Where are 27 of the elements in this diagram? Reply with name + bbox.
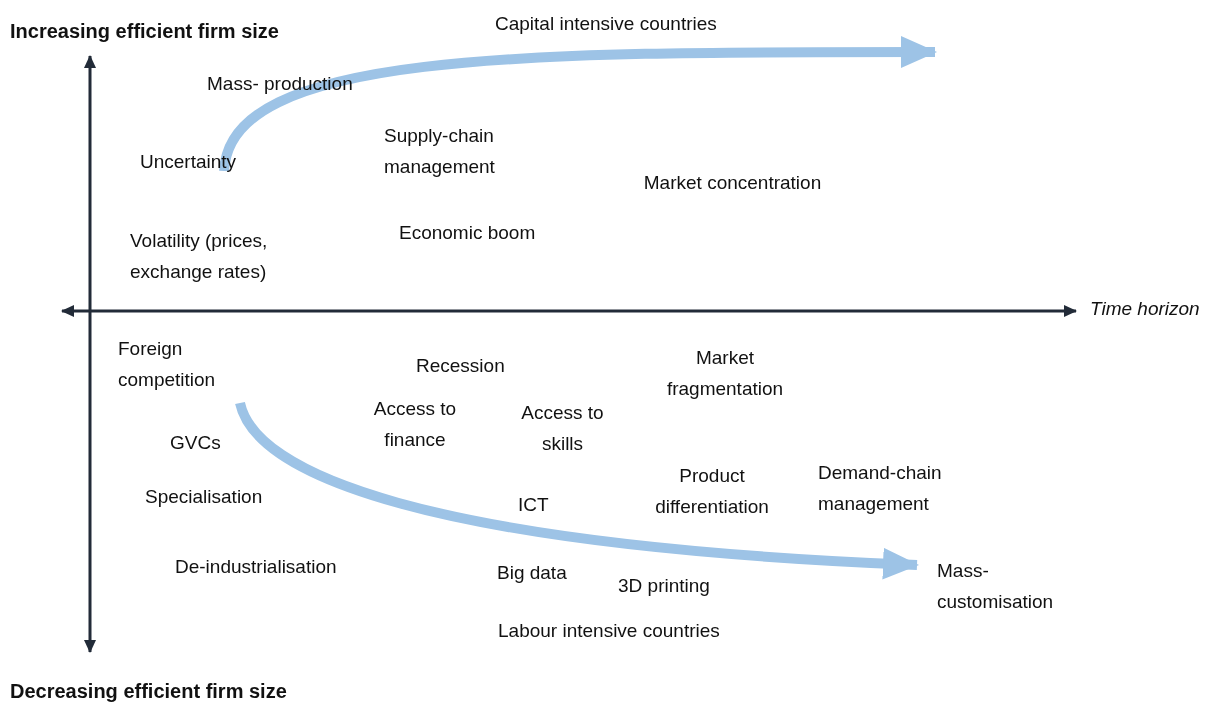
factor-label: Economic boom (399, 221, 536, 245)
factor-label: Mass- production (207, 72, 353, 96)
axis-label: Time horizon (1090, 297, 1200, 321)
axis-label: Increasing efficient firm size (10, 19, 279, 44)
factor-label: Uncertainty (140, 146, 237, 177)
axis-label: Decreasing efficient firm size (10, 679, 287, 703)
factor-label: GVCs (170, 431, 221, 455)
factor-label: Demand-chain management (818, 461, 943, 516)
factor-label: Capital intensive countries (495, 12, 717, 36)
factor-label: Product differentiation (654, 464, 770, 519)
trend-arrow (219, 36, 937, 173)
trend-arrow (235, 401, 919, 580)
factor-label: Volatility (prices, exchange rates) (130, 229, 269, 284)
factor-label: Specialisation (145, 485, 263, 509)
factor-label: Mass- customisation (937, 555, 1097, 617)
factor-label: Access to skills (520, 401, 605, 456)
factor-label: Big data (497, 561, 567, 585)
factor-label: Access to finance (372, 397, 458, 452)
factor-label: Foreign competition (118, 333, 258, 395)
factor-label: Supply-chain management (384, 124, 496, 179)
factor-label: Market concentration (642, 171, 823, 195)
factor-label: ICT (518, 493, 549, 517)
factor-label: Labour intensive countries (498, 619, 720, 643)
factor-label: De-industrialisation (175, 555, 337, 579)
factor-label: Market fragmentation (665, 346, 785, 401)
factor-label: Recession (416, 354, 505, 378)
factor-label: 3D printing (618, 574, 710, 598)
